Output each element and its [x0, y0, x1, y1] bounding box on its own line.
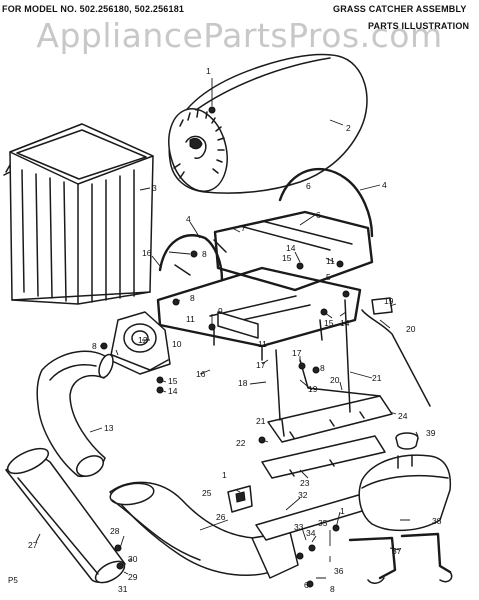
callout-19: 19 [308, 384, 318, 394]
diagram-title: GRASS CATCHER ASSEMBLY [333, 4, 467, 14]
callout-18: 18 [238, 378, 248, 388]
part-frame-top [158, 167, 374, 292]
callout-1: 1 [222, 470, 227, 480]
part-bag-cover [168, 53, 368, 194]
part-39-knob [395, 432, 419, 450]
callout-15: 15 [324, 318, 334, 328]
part-plates [261, 395, 393, 479]
callout-38: 38 [432, 516, 442, 526]
callout-35: 35 [318, 518, 328, 528]
callout-23: 23 [300, 478, 310, 488]
callout-11: 11 [326, 256, 335, 266]
callout-3: 3 [152, 183, 157, 193]
callout-24: 24 [398, 411, 408, 421]
callout-25: 25 [202, 488, 212, 498]
callout-16: 16 [142, 248, 152, 258]
callout-12: 12 [138, 335, 148, 345]
callout-8: 8 [92, 341, 97, 351]
callout-14: 14 [168, 386, 178, 396]
part-straight-tube [5, 447, 126, 584]
callout-1: 1 [340, 506, 345, 516]
callout-26: 26 [216, 512, 226, 522]
part-latch [227, 485, 253, 513]
callout-19: 19 [384, 296, 394, 306]
callout-6: 6 [316, 210, 321, 220]
callout-37: 37 [392, 546, 402, 556]
callout-8: 8 [320, 363, 325, 373]
callout-31: 31 [118, 584, 128, 594]
callout-11: 11 [258, 339, 267, 349]
callout-15: 15 [168, 376, 178, 386]
callout-numbers: 1 2 3 4 4 5 6 6 7 8 8 8 8 9 10 11 11 11 … [28, 66, 442, 594]
callout-34: 34 [306, 528, 316, 538]
callout-2: 2 [346, 123, 351, 133]
callout-39: 39 [426, 428, 436, 438]
callout-20: 20 [330, 375, 340, 385]
callout-30: 30 [128, 554, 138, 564]
callout-21: 21 [372, 373, 382, 383]
callout-17: 17 [292, 348, 302, 358]
callout-1: 1 [206, 66, 211, 76]
callout-4: 4 [382, 180, 387, 190]
callout-6: 6 [304, 580, 309, 590]
callout-8: 8 [330, 584, 335, 594]
page-code: P5 [8, 576, 18, 585]
callout-4: 4 [186, 214, 191, 224]
callout-33: 33 [294, 522, 304, 532]
callout-9: 9 [218, 306, 223, 316]
callout-21: 21 [256, 416, 266, 426]
callout-14: 14 [340, 318, 350, 328]
diagram-subtitle: PARTS ILLUSTRATION [368, 21, 470, 31]
callout-32: 32 [298, 490, 308, 500]
callout-leaders [35, 78, 419, 579]
callout-28: 28 [110, 526, 120, 536]
callout-17: 17 [256, 360, 266, 370]
callout-15: 15 [282, 253, 292, 263]
callout-13: 13 [104, 423, 114, 433]
callout-6: 6 [306, 181, 311, 191]
callout-27: 27 [28, 540, 38, 550]
callout-29: 29 [128, 572, 138, 582]
callout-10: 10 [172, 339, 182, 349]
callout-16: 16 [196, 369, 206, 379]
callout-20: 20 [406, 324, 416, 334]
part-elbow-tube [36, 350, 114, 478]
part-bag [3, 123, 154, 305]
model-number: FOR MODEL NO. 502.256180, 502.256181 [2, 4, 185, 14]
callout-8: 8 [190, 293, 195, 303]
callout-22: 22 [236, 438, 246, 448]
callout-36: 36 [334, 566, 344, 576]
part-bracket [109, 311, 171, 375]
part-motor [348, 454, 453, 584]
callout-11: 11 [186, 314, 195, 324]
part-chute [109, 481, 299, 579]
callout-7: 7 [241, 223, 246, 233]
callout-8: 8 [202, 249, 207, 259]
callout-5: 5 [326, 272, 331, 282]
callout-14: 14 [286, 243, 296, 253]
